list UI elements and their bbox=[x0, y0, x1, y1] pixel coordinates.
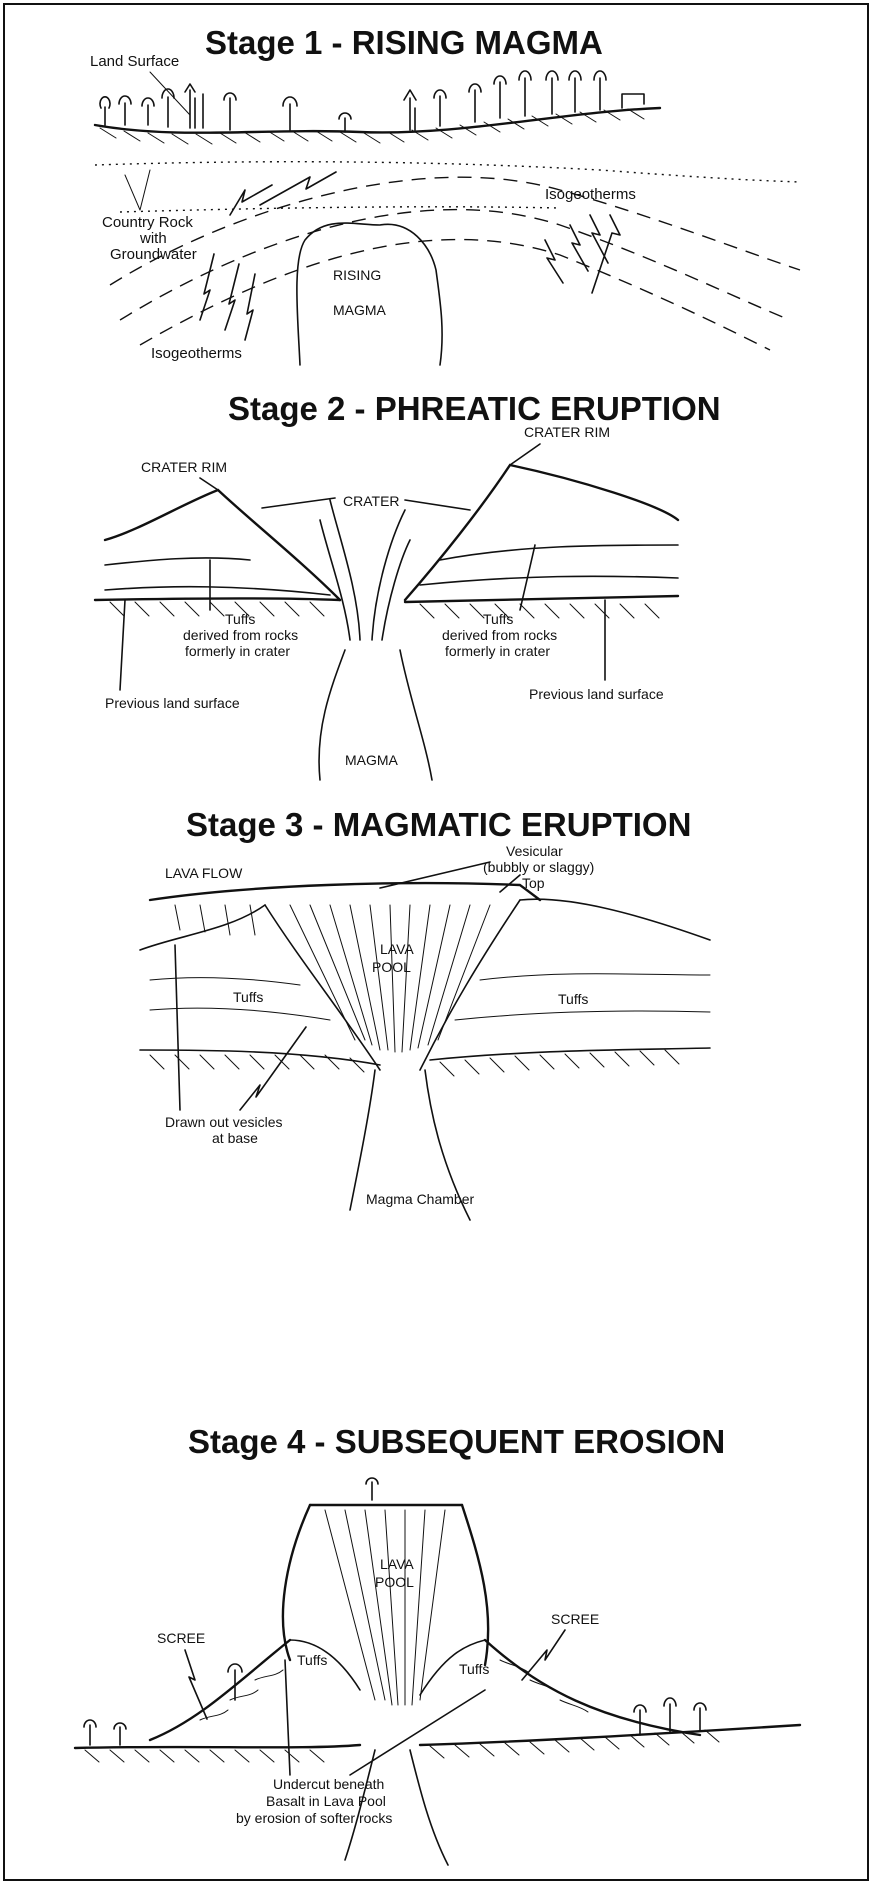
right-tuff-base-hatch bbox=[440, 1050, 679, 1076]
stage-1-title: Stage 1 - RISING MAGMA bbox=[205, 24, 603, 61]
country-rock-label-3: Groundwater bbox=[110, 246, 197, 263]
scree-slopes bbox=[150, 1640, 700, 1740]
lava-pool-label-1: LAVA bbox=[380, 941, 414, 957]
tuffs-left-3: formerly in crater bbox=[185, 643, 290, 659]
rising-magma-body bbox=[297, 223, 442, 365]
eruption-jet bbox=[320, 500, 410, 640]
magma-chamber-label: Magma Chamber bbox=[366, 1191, 474, 1207]
prev-land-left-label: Previous land surface bbox=[105, 695, 240, 711]
tuffs-right-label: Tuffs bbox=[459, 1661, 489, 1677]
heat-arrows-lower bbox=[200, 215, 620, 340]
lava-pool-columns bbox=[175, 905, 490, 1052]
country-rock-label-1: Country Rock bbox=[102, 214, 193, 231]
land-surface-label: Land Surface bbox=[90, 53, 179, 70]
drawn-out-label-1: Drawn out vesicles bbox=[165, 1114, 283, 1130]
stage-1-panel: Stage 1 - RISING MAGMA RISING MAGMA Land… bbox=[90, 24, 800, 365]
mesa-columns bbox=[325, 1510, 445, 1705]
stage-4-title: Stage 4 - SUBSEQUENT EROSION bbox=[188, 1423, 725, 1460]
isogeotherm-arc-1 bbox=[110, 177, 800, 285]
rising-label: RISING bbox=[333, 267, 381, 283]
undercut-pointers bbox=[285, 1660, 485, 1775]
isogeotherm-arc-2 bbox=[120, 210, 790, 320]
lava-pool-label-2: POOL bbox=[372, 959, 411, 975]
undercut-label-1: Undercut beneath bbox=[273, 1776, 384, 1792]
crater-rim-left-label: CRATER RIM bbox=[141, 459, 227, 475]
crater-rim-right-label: CRATER RIM bbox=[524, 424, 610, 440]
lava-pool-label-2: POOL bbox=[375, 1574, 414, 1590]
lava-flow-label: LAVA FLOW bbox=[165, 865, 243, 881]
tuffs-right-label: Tuffs bbox=[558, 991, 588, 1007]
drawn-out-pointers bbox=[175, 945, 306, 1110]
vesicular-label-1: Vesicular bbox=[506, 843, 563, 859]
left-prev-land-hatch bbox=[110, 602, 324, 616]
tuffs-left-label: Tuffs bbox=[233, 989, 263, 1005]
tuffs-left-1: Tuffs bbox=[225, 611, 255, 627]
vesicular-label-2: (bubbly or slaggy) bbox=[483, 859, 594, 875]
stage-3-title: Stage 3 - MAGMATIC ERUPTION bbox=[186, 806, 691, 843]
crater-label: CRATER bbox=[343, 493, 400, 509]
summit-tree bbox=[366, 1478, 378, 1500]
isogeotherm-arc-3 bbox=[140, 239, 770, 350]
tuffs-left-label: Tuffs bbox=[297, 1652, 327, 1668]
magma-label: MAGMA bbox=[333, 302, 387, 318]
tuffs-right-3: formerly in crater bbox=[445, 643, 550, 659]
right-prev-land-surface bbox=[405, 596, 678, 602]
undercut-label-3: by erosion of softer rocks bbox=[236, 1810, 392, 1826]
left-prev-land-surface bbox=[95, 599, 340, 601]
prev-land-right-label: Previous land surface bbox=[529, 686, 664, 702]
isogeotherms-left-label: Isogeotherms bbox=[151, 345, 242, 362]
country-rock-pointer bbox=[125, 170, 150, 210]
land-surface-pointer bbox=[150, 72, 190, 115]
stage-2-panel: Stage 2 - PHREATIC ERUPTION MAGMA CRATER… bbox=[95, 390, 721, 780]
right-tuff-bounds bbox=[430, 899, 710, 1060]
left-cone-outline bbox=[105, 490, 340, 600]
drawn-out-label-2: at base bbox=[212, 1130, 258, 1146]
undercut-label-2: Basalt in Lava Pool bbox=[266, 1793, 386, 1809]
tuffs-right-1: Tuffs bbox=[483, 611, 513, 627]
trees-row bbox=[100, 71, 644, 132]
stage-4-vegetation bbox=[84, 1664, 706, 1745]
tuffs-left-2: derived from rocks bbox=[183, 627, 298, 643]
crater-rim-left-pointer bbox=[200, 478, 218, 490]
lava-pool-top bbox=[150, 883, 540, 900]
prev-land-left-pointer bbox=[120, 600, 125, 690]
right-cone-outline bbox=[405, 465, 678, 600]
vesicular-label-3: Top bbox=[522, 875, 545, 891]
stage-2-magma-label: MAGMA bbox=[345, 752, 399, 768]
stage-3-panel: Stage 3 - MAGMATIC ERUPTION LAVA POOL Tu… bbox=[140, 806, 710, 1220]
scree-right-pointer bbox=[522, 1630, 565, 1680]
scree-texture bbox=[200, 1660, 588, 1720]
right-cone-bedding bbox=[420, 545, 678, 585]
tuffs-right-2: derived from rocks bbox=[442, 627, 557, 643]
left-cone-bedding bbox=[105, 558, 330, 595]
scree-left-label: SCREE bbox=[157, 1630, 205, 1646]
lava-pool-label-1: LAVA bbox=[380, 1556, 414, 1572]
isogeotherms-right-label: Isogeotherms bbox=[545, 186, 636, 203]
right-prev-land-hatch bbox=[420, 604, 659, 618]
groundwater-top bbox=[95, 162, 800, 182]
land-hatch bbox=[100, 109, 644, 144]
scree-right-label: SCREE bbox=[551, 1611, 599, 1627]
stage-2-title: Stage 2 - PHREATIC ERUPTION bbox=[228, 390, 721, 427]
country-rock-label-2: with bbox=[139, 230, 167, 247]
crater-rim-right-pointer bbox=[510, 444, 540, 465]
stage-4-panel: Stage 4 - SUBSEQUENT EROSION LAVA POOL T… bbox=[75, 1423, 800, 1865]
stage-4-ground bbox=[75, 1725, 800, 1748]
